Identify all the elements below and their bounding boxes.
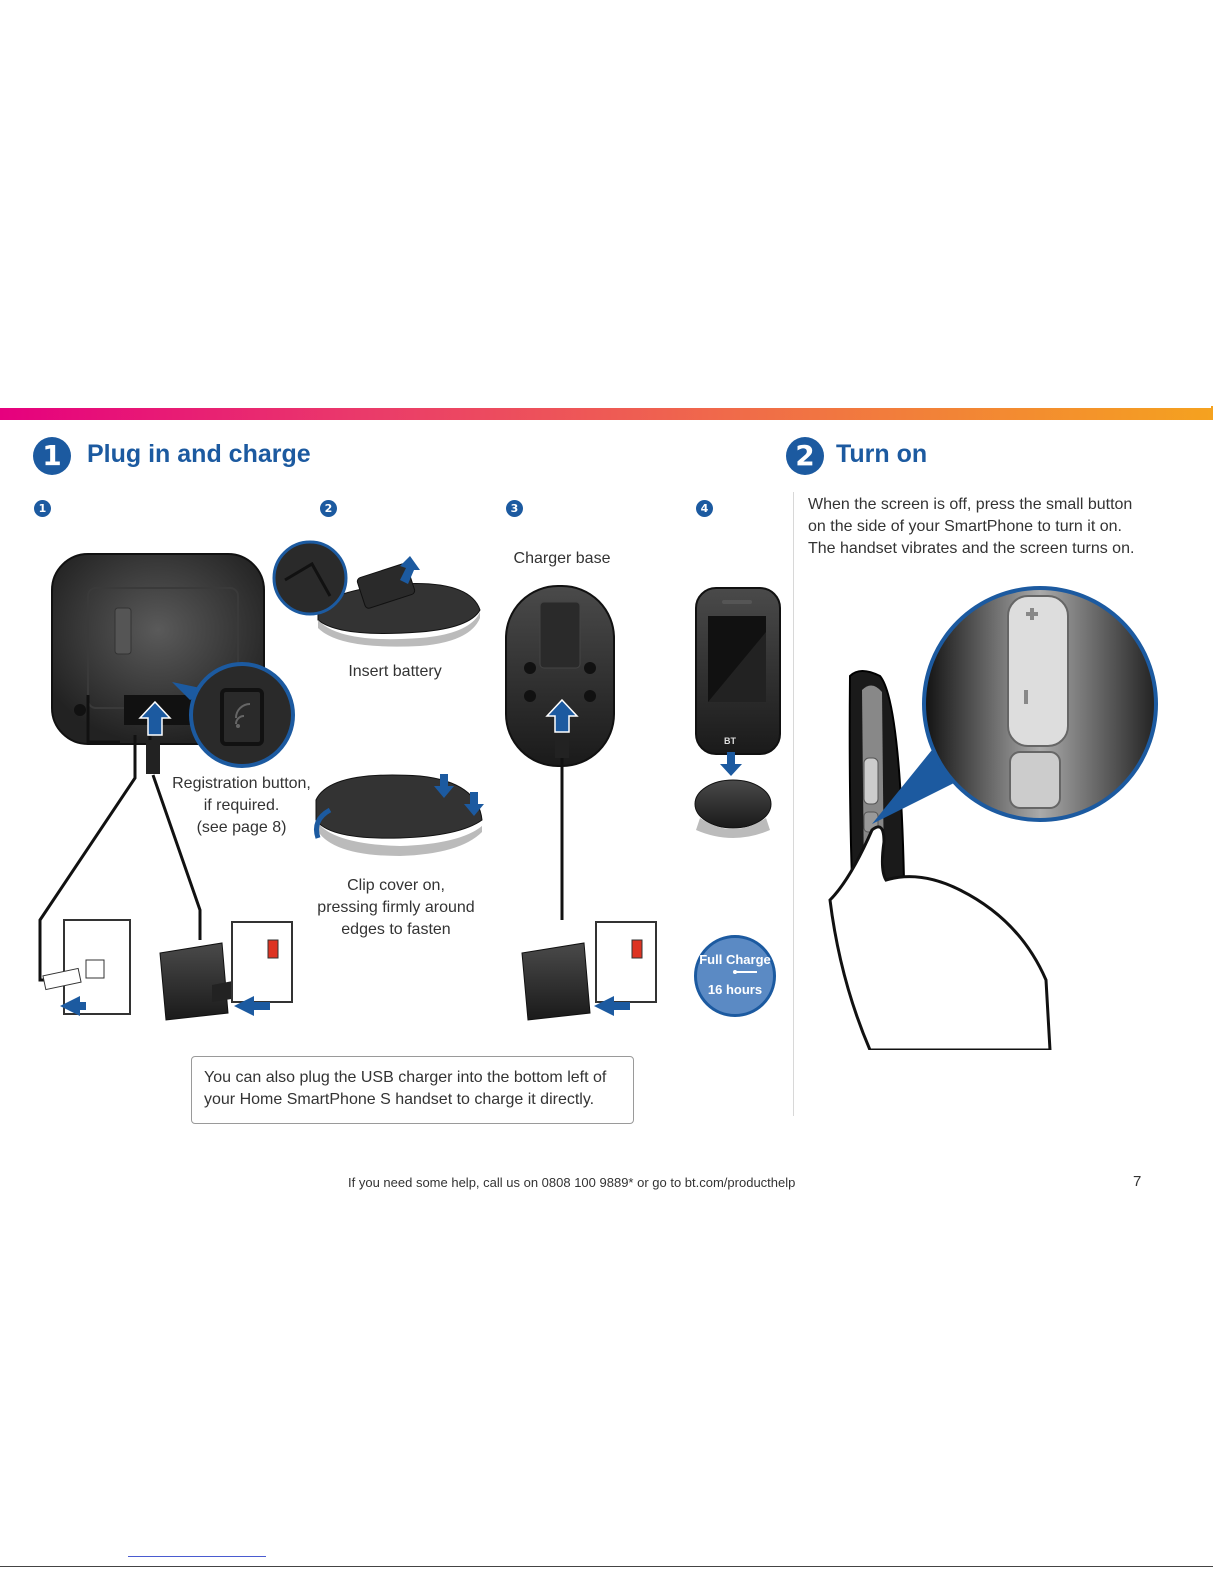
substep-2-marker: 2	[320, 500, 337, 517]
link-underline	[128, 1556, 266, 1557]
caption-line: Clip cover on,	[347, 877, 445, 894]
bottom-rule	[0, 1566, 1213, 1567]
substep-1-marker: 1	[34, 500, 51, 517]
substep-4-marker: 4	[696, 500, 713, 517]
footer-help-text: If you need some help, call us on 0808 1…	[348, 1175, 796, 1190]
insert-battery-image	[272, 540, 481, 647]
usb-charger-note: You can also plug the USB charger into t…	[191, 1056, 634, 1124]
clip-cover-image	[314, 774, 484, 856]
section-2-number: 2	[786, 437, 824, 475]
note-line: your Home SmartPhone S handset to charge…	[204, 1091, 595, 1108]
registration-zoom-image	[172, 662, 295, 768]
section-2-title: Turn on	[836, 440, 928, 468]
instruction-line: When the screen is off, press the small …	[808, 496, 1133, 513]
insert-battery-caption: Insert battery	[348, 663, 442, 680]
turn-on-illustration	[828, 586, 1158, 1050]
charger-base-caption: Charger base	[513, 550, 611, 567]
gradient-bar-end	[1211, 406, 1213, 420]
handset-image	[695, 587, 781, 755]
side-button-zoom-image	[872, 586, 1158, 824]
registration-caption: Registration button, if required. (see p…	[164, 773, 319, 839]
phone-socket-image	[42, 919, 131, 1016]
caption-line: pressing firmly around	[317, 899, 475, 916]
instruction-line: The handset vibrates and the screen turn…	[808, 540, 1135, 557]
section-1-number: 1	[33, 437, 71, 475]
page-number: 7	[1133, 1173, 1142, 1190]
handset-cradle-image	[694, 779, 772, 838]
bt-logo: BT	[724, 736, 736, 746]
caption-line: edges to fasten	[341, 921, 451, 938]
full-charge-label: Full Charge	[699, 952, 771, 967]
full-charge-badge: Full Charge 16 hours	[694, 935, 776, 1017]
turn-on-instructions: When the screen is off, press the small …	[808, 494, 1168, 560]
caption-line: Registration button,	[172, 775, 311, 792]
column-divider	[793, 492, 794, 1116]
caption-line: if required.	[203, 797, 280, 814]
top-gradient-bar	[0, 408, 1213, 420]
charger-adapter-image	[521, 921, 657, 1021]
charger-base-image	[505, 585, 615, 920]
plug-in-illustration	[38, 540, 781, 1021]
full-charge-duration: 16 hours	[707, 982, 763, 997]
clock-hand-icon	[735, 971, 757, 973]
caption-line: (see page 8)	[196, 819, 287, 836]
substep-3-marker: 3	[506, 500, 523, 517]
finger-image	[828, 825, 1052, 1050]
note-line: You can also plug the USB charger into t…	[204, 1069, 607, 1086]
clip-cover-caption: Clip cover on, pressing firmly around ed…	[312, 875, 480, 941]
instruction-line: on the side of your SmartPhone to turn i…	[808, 518, 1122, 535]
section-1-title: Plug in and charge	[87, 440, 311, 468]
power-adapter-image	[159, 921, 293, 1021]
arrow-up-icon	[138, 700, 172, 736]
